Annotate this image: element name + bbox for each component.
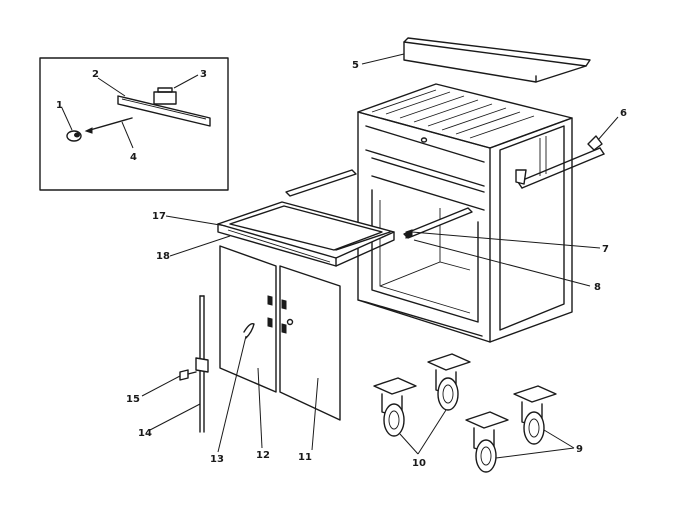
callout-3: 3 <box>173 69 207 89</box>
callout-12: 12 <box>256 367 270 461</box>
inset-slide-detail <box>39 57 229 191</box>
callout-2: 2 <box>92 69 126 97</box>
label-2: 2 <box>92 69 99 80</box>
callout-14: 14 <box>138 403 201 439</box>
label-14: 14 <box>138 428 152 439</box>
drawer <box>217 169 473 267</box>
hinge-rod <box>195 295 209 433</box>
label-1: 1 <box>56 100 63 111</box>
side-handle <box>515 135 605 189</box>
callout-17: 17 <box>152 211 227 227</box>
door-latch-13 <box>243 322 255 339</box>
label-8: 8 <box>594 282 601 293</box>
label-6: 6 <box>620 108 627 119</box>
caster-10b <box>427 353 471 411</box>
label-11: 11 <box>298 452 312 463</box>
callout-6: 6 <box>597 108 627 141</box>
caster-9a <box>465 411 509 473</box>
top-cover <box>403 37 591 83</box>
callout-13: 13 <box>210 335 247 465</box>
callout-11: 11 <box>298 377 319 463</box>
callout-1: 1 <box>56 100 73 131</box>
label-13: 13 <box>210 454 224 465</box>
callout-7: 7 <box>411 231 609 255</box>
callout-15: 15 <box>126 375 181 405</box>
caster-9b <box>513 385 557 445</box>
callout-9: 9 <box>495 429 583 459</box>
right-door <box>279 265 341 421</box>
callout-8: 8 <box>413 239 601 293</box>
label-10: 10 <box>412 458 426 469</box>
label-9: 9 <box>576 444 583 455</box>
callout-18: 18 <box>156 235 231 262</box>
callout-4: 4 <box>121 121 137 163</box>
label-17: 17 <box>152 211 166 222</box>
label-5: 5 <box>352 60 359 71</box>
label-7: 7 <box>602 244 609 255</box>
label-18: 18 <box>156 251 170 262</box>
screw-15 <box>179 369 197 381</box>
label-12: 12 <box>256 450 270 461</box>
caster-10a <box>373 377 417 437</box>
label-3: 3 <box>200 69 207 80</box>
label-4: 4 <box>130 152 137 163</box>
left-door <box>219 245 277 393</box>
callout-10: 10 <box>399 409 447 469</box>
label-15: 15 <box>126 394 140 405</box>
callout-5: 5 <box>352 53 405 71</box>
